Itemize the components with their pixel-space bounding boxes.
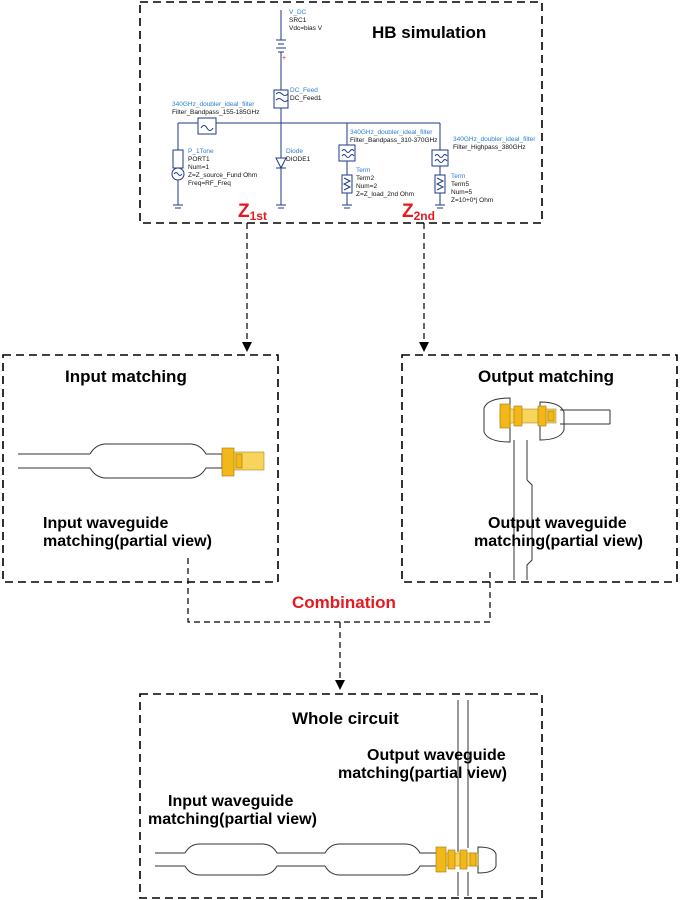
- input-probe-chip: [221, 447, 235, 477]
- output-matching-box: Output matching Output waveguide matchin…: [401, 354, 678, 583]
- output-waveguide-drawing: [483, 397, 611, 580]
- vdc-name: V_DC: [289, 9, 307, 16]
- term5-p1: Num=5: [451, 189, 473, 196]
- port-p3: Freq=RF_Freq: [188, 180, 231, 187]
- term2-id: Term2: [356, 175, 374, 182]
- hb-schematic: V_DC SRC1 Vdc=bias V + DC_Feed DC_Feed1 …: [171, 9, 536, 209]
- vdc-id: SRC1: [289, 17, 307, 24]
- filter-in-name: 340GHz_doubler_ideal_filter: [172, 101, 255, 108]
- input-waveguide-drawing: [18, 443, 265, 479]
- port-name: P_1Tone: [188, 148, 214, 155]
- whole-circuit-title: Whole circuit: [292, 709, 399, 728]
- hb-simulation-box: HB simulation V_DC SRC1 Vdc=bias V + DC_…: [139, 1, 543, 224]
- filter-hp-name: 340GHz_doubler_ideal_filter: [453, 136, 536, 143]
- term5-p2: Z=10+0*j Ohm: [451, 197, 493, 204]
- combination-bracket: [187, 558, 491, 623]
- filter-hp-id: Filter_Highpass_380GHz: [453, 144, 526, 151]
- diode-id: DIODE1: [286, 156, 311, 163]
- term5-name: Term: [451, 173, 465, 180]
- input-matching-box: Input matching Input waveguide matching(…: [2, 354, 279, 583]
- vdc-param: Vdc=bias V: [289, 25, 323, 32]
- filter-bp-id: Filter_Bandpass_310-370GHz: [350, 137, 437, 144]
- whole-circuit-box: Whole circuit Output waveguide matching(…: [139, 693, 543, 899]
- whole-in-caption-line1: Input waveguide: [168, 793, 293, 810]
- filter-in-symbol: [197, 117, 217, 135]
- term5-id: Term5: [451, 181, 469, 188]
- dcfeed-id: DC_Feed1: [290, 95, 322, 102]
- port-p1: Num=1: [188, 164, 210, 171]
- hb-simulation-title: HB simulation: [372, 23, 486, 42]
- filter-bp-name: 340GHz_doubler_ideal_filter: [350, 129, 433, 136]
- whole-out-caption-line1: Output waveguide: [367, 747, 506, 764]
- term2-p1: Num=2: [356, 183, 378, 190]
- diode-name: Diode: [286, 148, 303, 155]
- diode-symbol: [275, 157, 287, 170]
- filter-bp-symbol: [338, 144, 356, 162]
- plus-icon: +: [282, 55, 286, 62]
- output-matching-title: Output matching: [478, 367, 614, 386]
- term2-p2: Z=Z_load_2nd Ohm: [356, 191, 414, 198]
- whole-in-caption-line2: matching(partial view): [148, 811, 317, 828]
- dcfeed-name: DC_Feed: [290, 87, 318, 94]
- filter-in-id: Filter_Bandpass_155-185GHz: [172, 109, 259, 116]
- port-p2: Z=Z_source_Fund Ohm: [188, 172, 257, 179]
- output-caption-line2: matching(partial view): [474, 533, 643, 550]
- input-caption-line2: matching(partial view): [43, 533, 212, 550]
- term2-name: Term: [356, 167, 370, 174]
- output-probe-chip: [499, 403, 511, 429]
- combination-label: Combination: [292, 593, 396, 612]
- output-caption-line1: Output waveguide: [488, 515, 627, 532]
- z2nd-label: Z2nd: [402, 201, 435, 223]
- port-id: PORT1: [188, 156, 210, 163]
- whole-circuit-drawing: [155, 700, 497, 896]
- whole-out-caption-line2: matching(partial view): [338, 765, 507, 782]
- input-caption-line1: Input waveguide: [43, 515, 168, 532]
- z1st-label: Z1st: [238, 201, 267, 223]
- whole-probe-chip: [435, 846, 447, 873]
- input-matching-title: Input matching: [65, 367, 187, 386]
- filter-hp-symbol: [431, 149, 449, 167]
